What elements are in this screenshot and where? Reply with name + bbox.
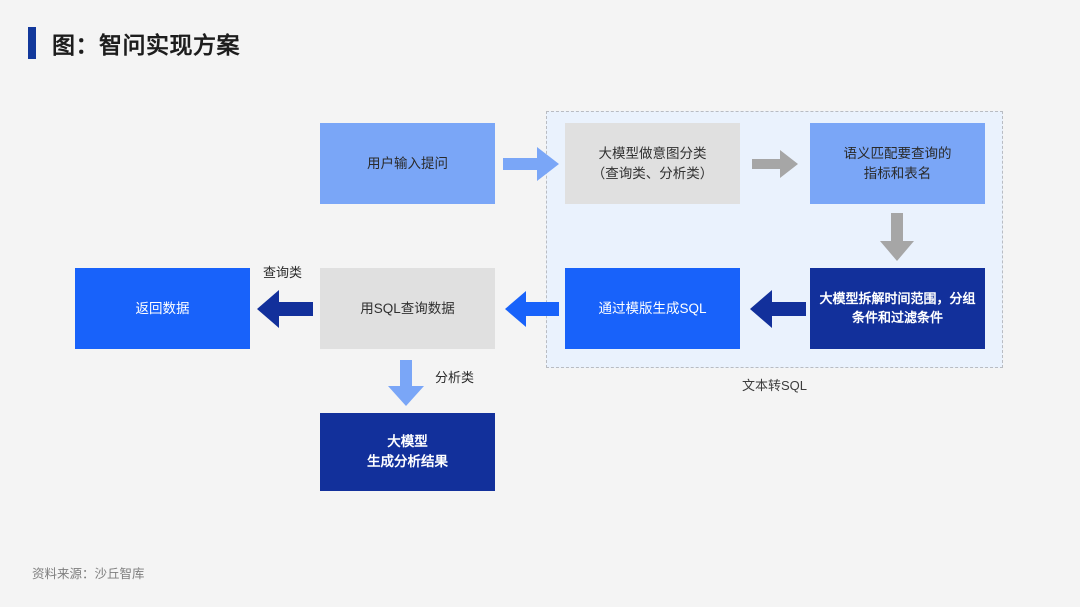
source-footer: 资料来源：沙丘智库 — [32, 567, 145, 581]
arrow-query-to-return-data-icon — [257, 290, 313, 328]
node-return-data[interactable]: 返回数据 — [75, 268, 250, 349]
node-decompose-conditions[interactable]: 大模型拆解时间范围，分组 条件和过滤条件 — [810, 268, 985, 349]
arrow-decompose-to-generate-sql-icon — [750, 290, 806, 328]
title-accent-bar — [28, 27, 36, 59]
node-intent-classification[interactable]: 大模型做意图分类 （查询类、分析类） — [565, 123, 740, 204]
arrow-semantic-to-decompose-icon — [880, 213, 914, 261]
node-query-with-sql[interactable]: 用SQL查询数据 — [320, 268, 495, 349]
arrow-generate-sql-to-query-icon — [505, 291, 559, 327]
page-title-text: 图：智问实现方案 — [52, 32, 240, 58]
arrow-intent-to-semantic-icon — [752, 150, 798, 178]
text-to-sql-group-caption: 文本转SQL — [741, 378, 807, 393]
arrow-query-to-analysis-icon — [388, 360, 424, 406]
edge-label-analysis-type: 分析类 — [435, 370, 475, 385]
node-semantic-match[interactable]: 语义匹配要查询的 指标和表名 — [810, 123, 985, 204]
arrow-input-to-intent-icon — [503, 147, 559, 181]
page-title: 图：智问实现方案 — [28, 26, 240, 60]
node-user-input[interactable]: 用户输入提问 — [320, 123, 495, 204]
node-analysis-result[interactable]: 大模型 生成分析结果 — [320, 413, 495, 491]
node-generate-sql[interactable]: 通过模版生成SQL — [565, 268, 740, 349]
edge-label-query-type: 查询类 — [263, 265, 303, 280]
